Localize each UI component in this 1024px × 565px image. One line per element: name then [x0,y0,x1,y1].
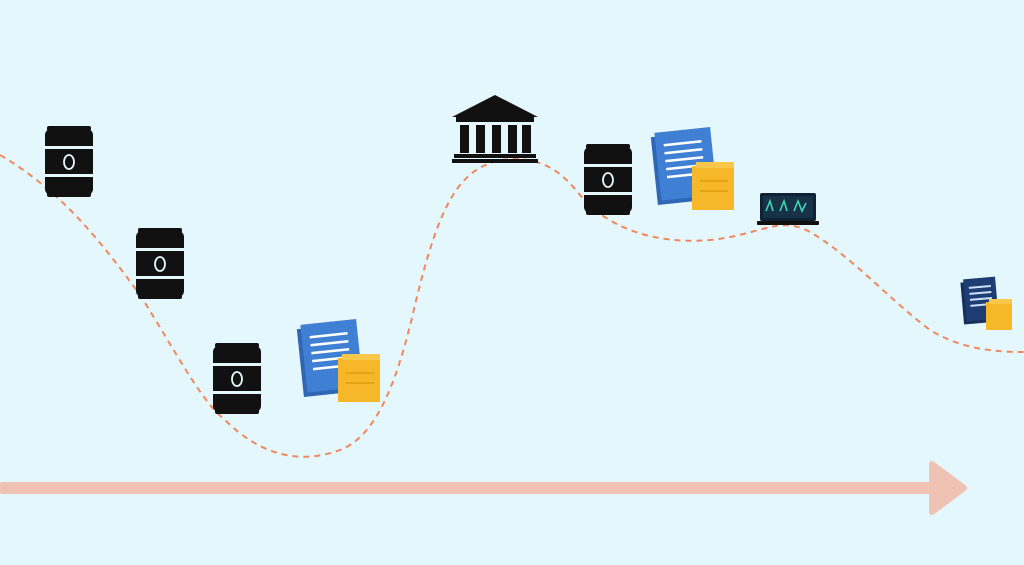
bank-icon [452,95,538,163]
timeline-arrow [0,461,967,515]
oil-barrel-icon [213,343,261,414]
oil-barrel-icon [45,126,93,197]
dashed-curve [0,154,1024,458]
oil-barrel-icon [136,228,184,299]
documents-icon [650,127,734,210]
documents-icon [296,319,380,402]
trading-screen-icon [757,193,819,225]
documents-icon [960,276,1012,330]
oil-barrel-icon [584,144,632,215]
timeline-arrow-head [929,461,967,515]
timeline-bar [0,482,960,494]
